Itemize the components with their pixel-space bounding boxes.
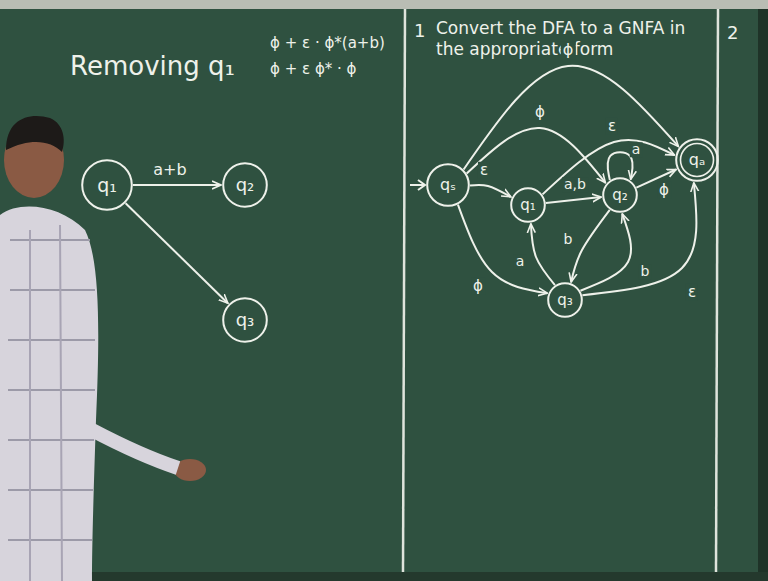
transition-label: ε — [686, 284, 698, 301]
transition-arrow — [467, 128, 606, 183]
state-name: qₐ — [689, 151, 705, 169]
state-name: q₃ — [236, 310, 255, 330]
transition-arrow — [582, 183, 696, 295]
transition-arrow — [546, 197, 601, 203]
state-ring — [548, 283, 582, 317]
state-ring — [603, 178, 637, 212]
transition-arrow — [133, 184, 221, 186]
hair — [6, 116, 64, 152]
transition-arrow — [470, 185, 511, 197]
board-bottom-ledge — [0, 572, 768, 581]
board-edge — [758, 9, 768, 572]
state-ring — [676, 139, 718, 181]
start-arrow-head — [418, 180, 425, 190]
formula: ϕ + ε ϕ* · ϕ — [270, 60, 356, 79]
transition-arrow — [580, 214, 631, 291]
shirt — [0, 207, 98, 581]
divider-line — [403, 9, 405, 572]
board-top-frame — [0, 0, 768, 9]
transition-label: ϕ — [657, 182, 671, 199]
state-circle: q₂ — [222, 162, 268, 208]
state-name: q₂ — [612, 187, 628, 204]
transition-label: ε — [606, 118, 618, 135]
state-circle: q₃ — [547, 282, 583, 318]
state-ring — [511, 188, 545, 222]
state-ring — [82, 160, 132, 210]
state-name: q₂ — [236, 175, 255, 195]
state-name: q₃ — [557, 292, 573, 309]
transition-arrow — [464, 66, 679, 170]
transition-label: ε — [478, 162, 490, 179]
transition-arrow — [543, 140, 675, 194]
step-number: 2 — [727, 22, 738, 45]
divider-line — [716, 9, 718, 572]
state-circle: q₂ — [602, 177, 638, 213]
transition-label: ϕ — [561, 41, 576, 59]
transition-label: a,b — [562, 177, 588, 192]
shirt-check — [8, 240, 95, 540]
state-name: qₛ — [440, 176, 456, 194]
state-ring — [427, 164, 469, 206]
state-name: q₁ — [520, 197, 536, 214]
transition-label: b — [562, 232, 575, 247]
transition-label: ϕ — [471, 278, 485, 295]
arm — [92, 430, 178, 468]
transition-label: b — [639, 264, 652, 279]
state-circle: q₁ — [81, 159, 133, 211]
transition-label: a — [514, 254, 527, 269]
step-number: 1 — [414, 20, 425, 43]
state-ring — [223, 163, 267, 207]
transition-label: a+b — [151, 161, 188, 179]
start-arrow — [410, 184, 424, 186]
shirt-check — [30, 225, 62, 581]
state-circle: q₃ — [222, 297, 268, 343]
state-circle: q₁ — [510, 187, 546, 223]
transition-arrow — [126, 203, 228, 303]
transition-arrow — [531, 224, 555, 285]
transition-label: ϕ — [533, 104, 547, 121]
state-circle: qₛ — [426, 163, 470, 207]
state-name: q₁ — [97, 175, 117, 196]
formula: ϕ + ε · ϕ*(a+b) — [270, 34, 385, 53]
state-ring-inner — [681, 144, 714, 177]
state-ring — [223, 298, 267, 342]
transition-arrow — [571, 210, 610, 282]
accept-state: qₐ — [675, 138, 719, 182]
section-heading: Removing q₁ — [70, 50, 235, 83]
transition-label: a — [630, 142, 643, 157]
